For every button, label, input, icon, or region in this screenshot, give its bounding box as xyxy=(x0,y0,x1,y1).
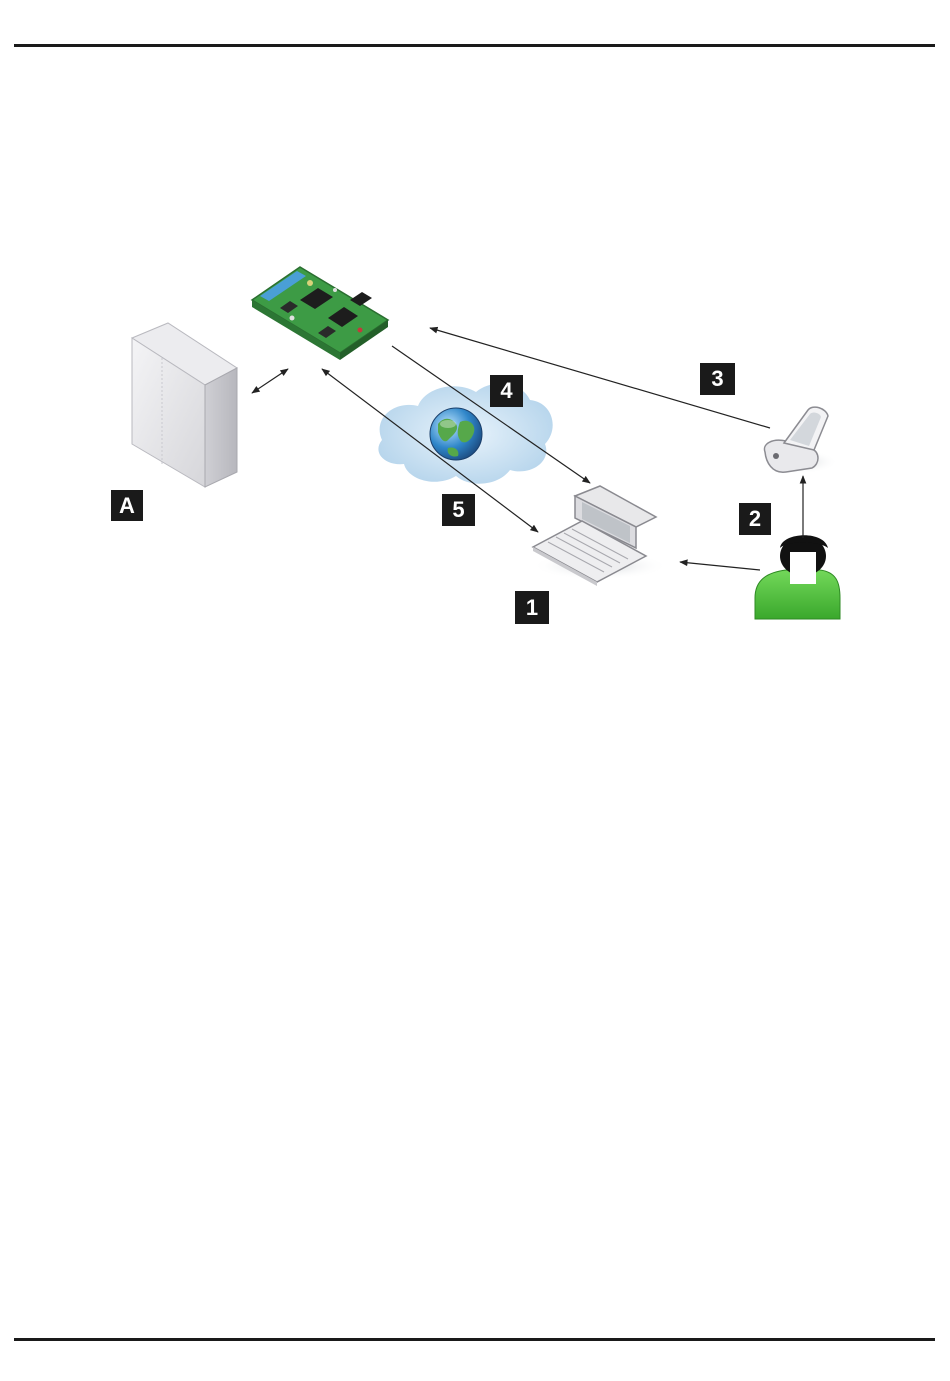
label-step-5: 5 xyxy=(442,494,475,526)
label-server-a: A xyxy=(111,490,143,521)
globe-icon xyxy=(430,408,482,460)
label-step-2: 2 xyxy=(739,503,771,535)
label-step-3: 3 xyxy=(700,363,735,395)
server-cabinet-icon xyxy=(132,323,237,487)
gateway-circuit-board-icon xyxy=(252,267,388,360)
arrow-server-board xyxy=(252,369,288,393)
label-step-4: 4 xyxy=(490,375,523,407)
label-step-1: 1 xyxy=(515,591,549,624)
mobile-phone-icon xyxy=(762,407,838,474)
arrow-step1-person-to-laptop xyxy=(680,562,760,570)
user-person-icon xyxy=(755,535,840,619)
laptop-icon xyxy=(532,486,668,586)
